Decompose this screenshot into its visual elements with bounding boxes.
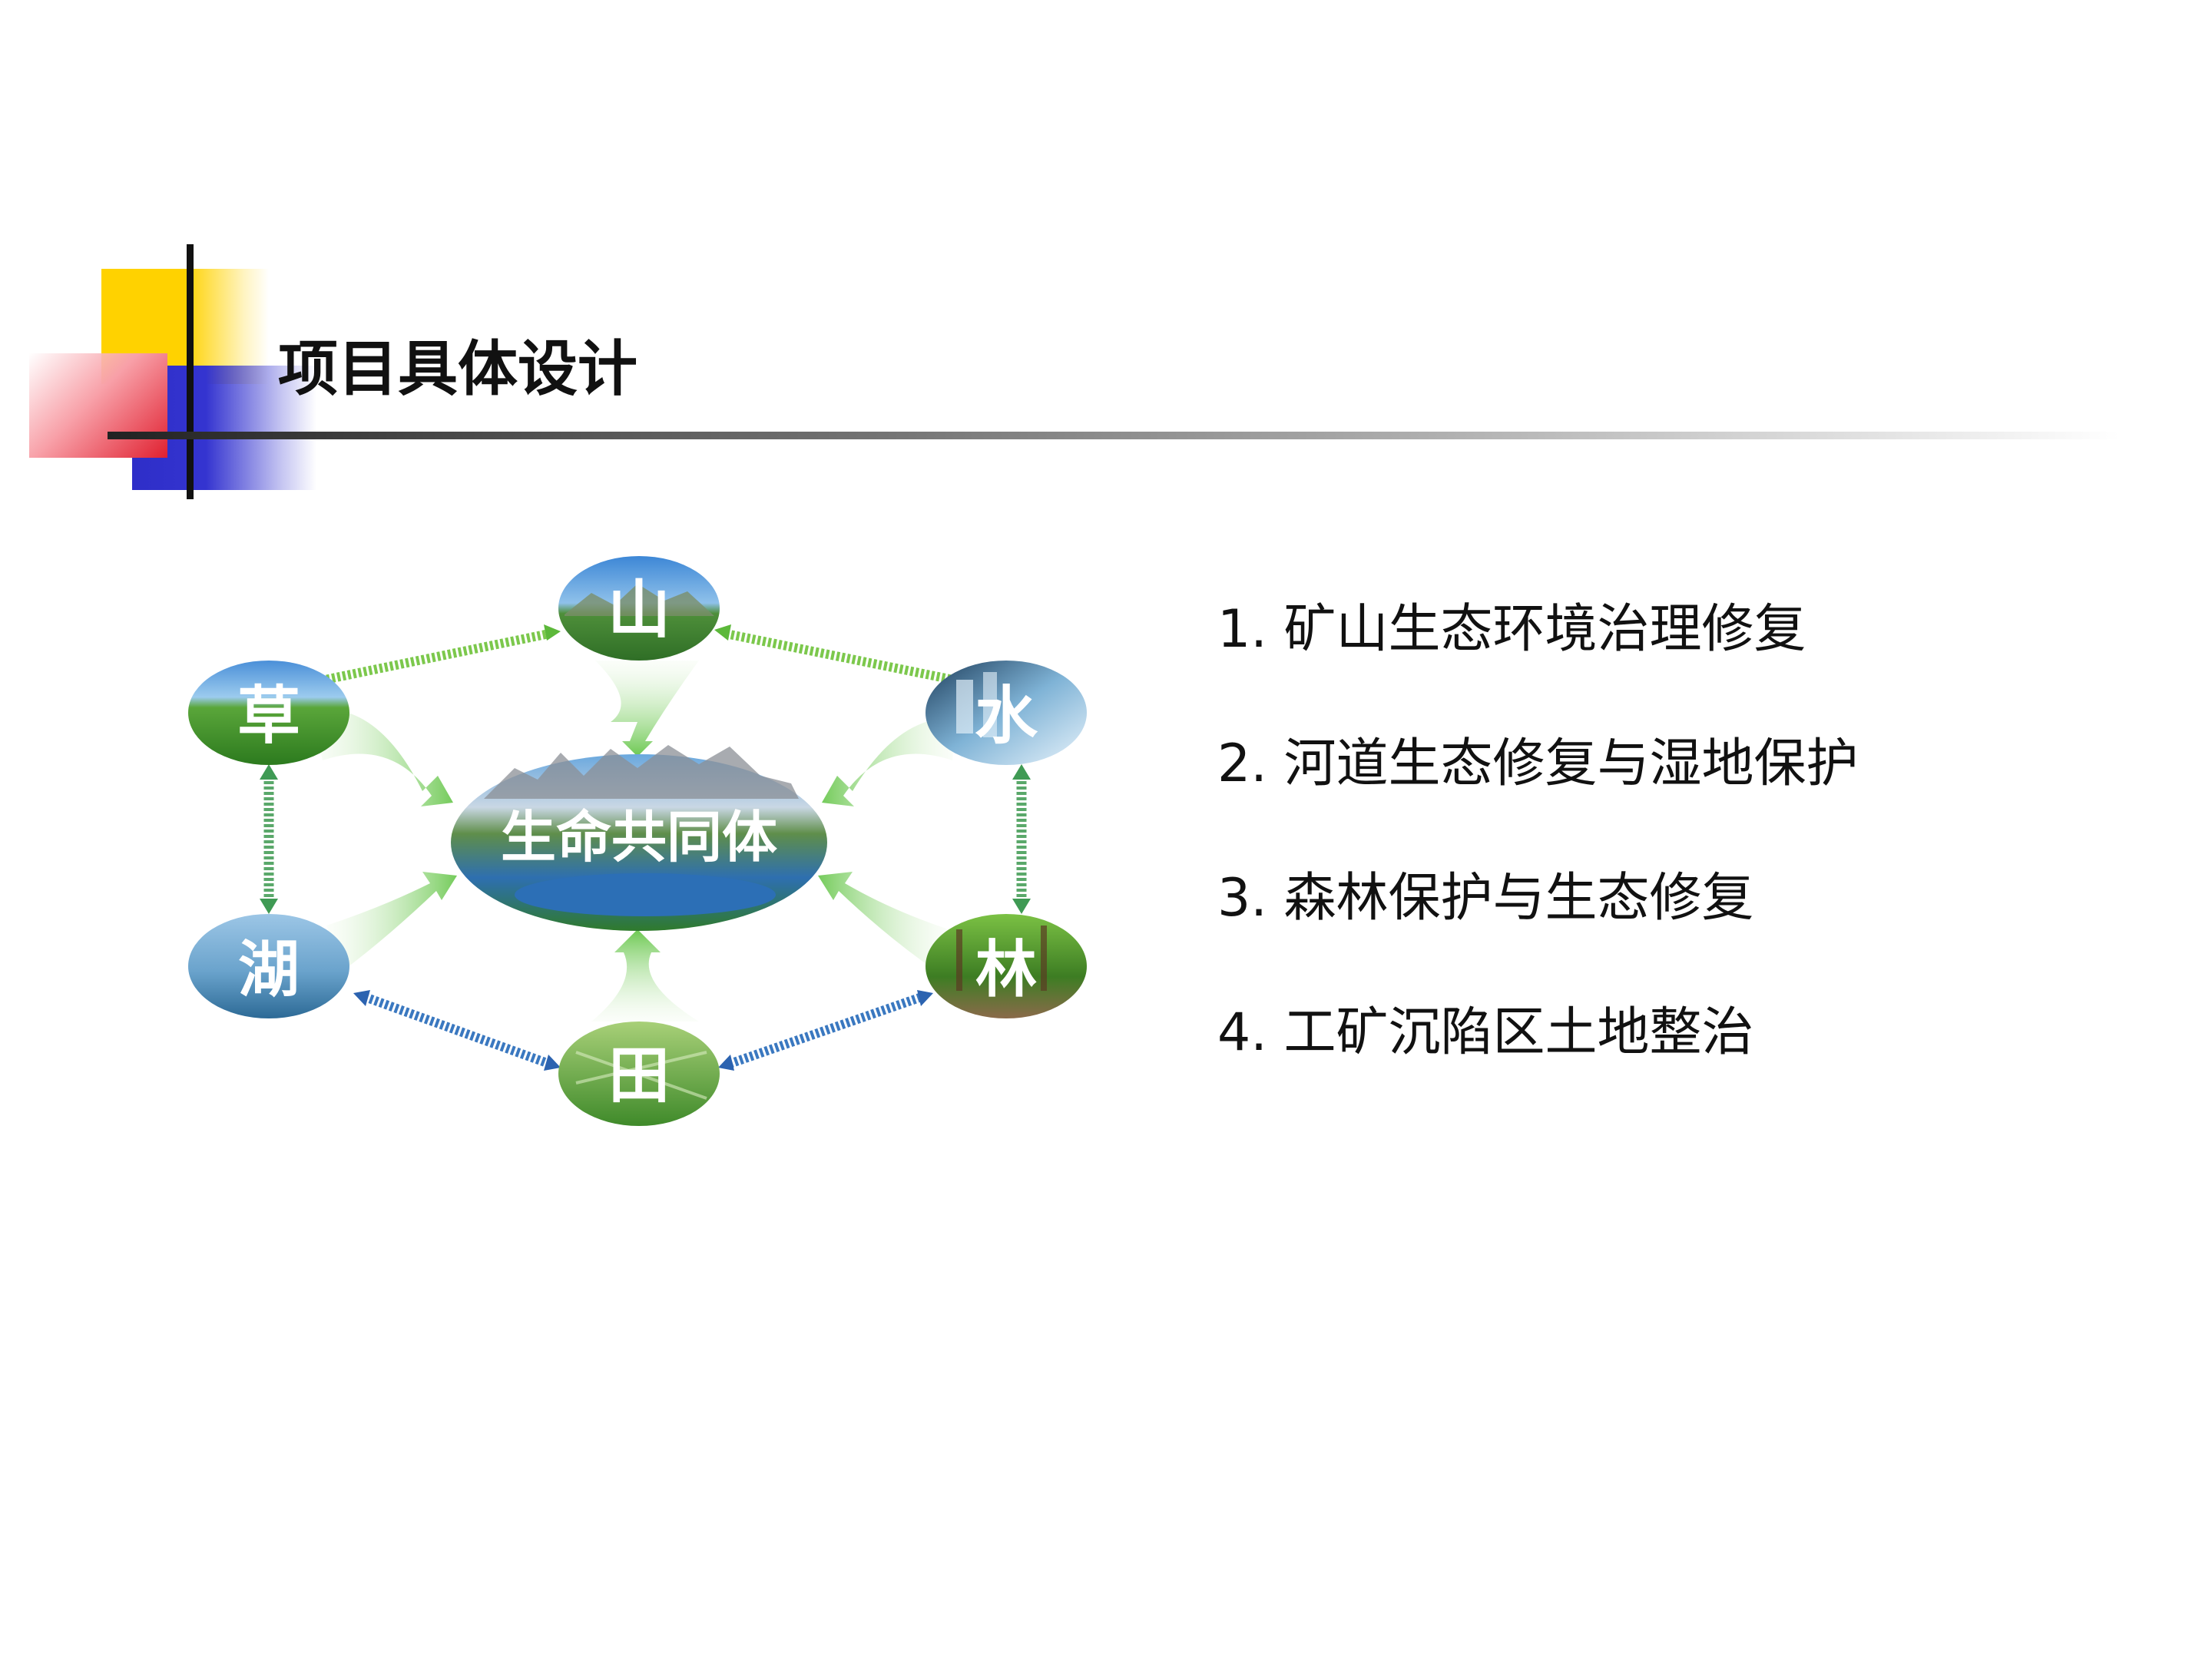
arrow-water-to-center bbox=[822, 717, 956, 806]
list-item: 2. 河道生态修复与湿地保护 bbox=[1217, 733, 1859, 794]
node-field: 田 bbox=[558, 1022, 720, 1126]
title-underline bbox=[108, 432, 2120, 439]
arrow-forest-to-center bbox=[818, 872, 949, 972]
arrow-lake-to-center bbox=[326, 872, 457, 972]
node-mountain-label: 山 bbox=[608, 573, 671, 647]
list-item: 4. 工矿沉陷区土地整治 bbox=[1217, 1002, 1754, 1063]
node-water-label: 水 bbox=[975, 679, 1038, 753]
connector-grass-lake bbox=[260, 764, 278, 914]
node-grass: 草 bbox=[188, 661, 349, 765]
title-decoration-red-block bbox=[29, 353, 167, 458]
ecosystem-diagram: 生命共同体 山 草 水 湖 林 bbox=[177, 545, 1121, 1144]
node-forest: 林 bbox=[926, 914, 1087, 1018]
arrow-field-to-center bbox=[591, 929, 699, 1022]
node-water: 水 bbox=[926, 661, 1087, 765]
connector-lake-field bbox=[353, 990, 561, 1071]
node-grass-label: 草 bbox=[237, 679, 300, 753]
page-title: 项目具体设计 bbox=[278, 335, 638, 404]
node-lake: 湖 bbox=[188, 914, 349, 1018]
node-field-label: 田 bbox=[608, 1039, 670, 1111]
center-node: 生命共同体 bbox=[451, 745, 827, 931]
connector-field-forest bbox=[718, 990, 933, 1071]
node-mountain: 山 bbox=[558, 556, 720, 661]
arrow-grass-to-center bbox=[311, 709, 453, 806]
node-lake-label: 湖 bbox=[238, 933, 300, 1005]
design-item-list: 1. 矿山生态环境治理修复 2. 河道生态修复与湿地保护 3. 森林保护与生态修… bbox=[1217, 591, 1859, 1129]
list-item: 3. 森林保护与生态修复 bbox=[1217, 868, 1754, 929]
list-item: 1. 矿山生态环境治理修复 bbox=[1217, 599, 1806, 660]
node-forest-label: 林 bbox=[975, 933, 1037, 1005]
title-decoration-vertical-line bbox=[187, 244, 194, 499]
connector-water-forest bbox=[1012, 764, 1031, 914]
arrow-mountain-to-center bbox=[595, 661, 699, 757]
center-node-label: 生命共同体 bbox=[501, 804, 777, 869]
